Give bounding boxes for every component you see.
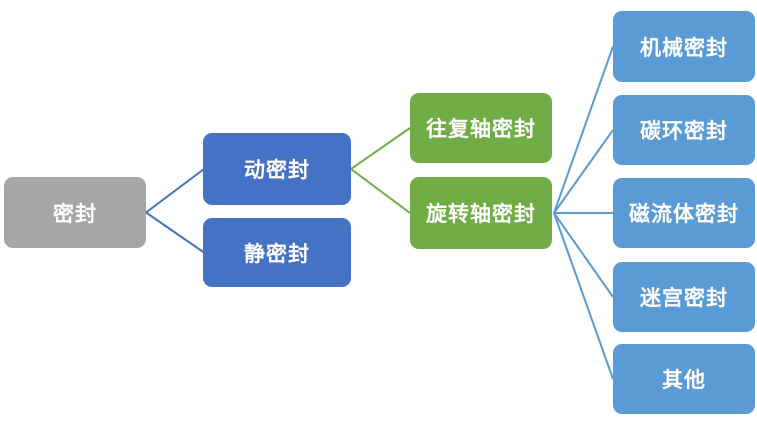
- node-carbon-ring-seal-label: 碳环密封: [640, 120, 728, 143]
- node-dynamic-seal: 动密封: [203, 133, 351, 205]
- edge-root-dynamic: [145, 168, 205, 214]
- node-other-seal: 其他: [613, 344, 755, 414]
- node-seal-root: 密封: [4, 177, 146, 248]
- node-reciprocating-shaft-seal: 往复轴密封: [410, 93, 552, 163]
- node-reciprocating-shaft-seal-label: 往复轴密封: [426, 118, 536, 141]
- edge-dynamic-reciprocating: [350, 127, 411, 170]
- node-dynamic-seal-label: 动密封: [244, 159, 310, 182]
- node-magnetic-fluid-seal: 磁流体密封: [613, 178, 755, 248]
- edge-dynamic-rotating: [350, 168, 411, 214]
- edge-rotating-mechanical: [553, 46, 614, 214]
- node-other-seal-label: 其他: [662, 369, 706, 392]
- node-mechanical-seal-label: 机械密封: [640, 36, 728, 60]
- node-magnetic-fluid-seal-label: 磁流体密封: [629, 203, 739, 226]
- node-static-seal: 静密封: [203, 218, 351, 287]
- edge-rotating-other: [553, 212, 614, 380]
- node-static-seal-label: 静密封: [244, 242, 310, 266]
- node-labyrinth-seal: 迷宫密封: [613, 262, 755, 332]
- edge-rotating-labyrinth: [553, 212, 614, 298]
- node-seal-root-label: 密封: [53, 202, 97, 226]
- node-carbon-ring-seal: 碳环密封: [613, 95, 755, 165]
- node-rotating-shaft-seal: 旋转轴密封: [410, 177, 552, 249]
- edge-root-static: [145, 211, 205, 254]
- edge-rotating-carbon: [553, 129, 614, 214]
- node-mechanical-seal: 机械密封: [613, 11, 755, 82]
- node-labyrinth-seal-label: 迷宫密封: [640, 287, 728, 310]
- node-rotating-shaft-seal-label: 旋转轴密封: [426, 203, 536, 226]
